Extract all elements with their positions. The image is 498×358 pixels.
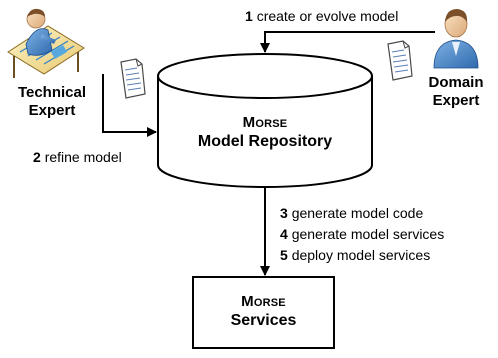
arrow-create-model (260, 31, 435, 53)
step-5-number: 5 (280, 247, 288, 263)
step-2-label: 2 refine model (33, 149, 122, 165)
domain-expert-line2: Expert (432, 92, 480, 109)
technical-expert-line2: Expert (28, 102, 76, 119)
step-3-label: 3 generate model code (280, 205, 423, 221)
step-5-text: deploy model services (291, 247, 431, 263)
technical-expert-name: Technical Expert (2, 84, 102, 120)
document-icon-technical (120, 58, 146, 99)
step-4-number: 4 (280, 226, 288, 242)
step-2-text: refine model (44, 149, 122, 165)
services-box (192, 276, 335, 349)
services-name: Services (230, 312, 297, 329)
step-5-label: 5 deploy model services (280, 247, 430, 263)
model-repository-cylinder (157, 53, 373, 188)
step-1-text: create or evolve model (256, 8, 399, 24)
document-icon-domain (387, 40, 413, 81)
step-3-text: generate model code (291, 205, 424, 221)
repository-brand: Morse (242, 114, 288, 131)
step-3-number: 3 (280, 205, 288, 221)
domain-expert-icon (433, 9, 479, 69)
step-4-text: generate model services (291, 226, 445, 242)
step-1-number: 1 (245, 8, 253, 24)
domain-expert-name: Domain Expert (418, 74, 494, 110)
services-brand: Morse (241, 293, 286, 310)
domain-expert-line1: Domain (428, 74, 484, 91)
repository-title: Morse Model Repository (165, 114, 365, 152)
step-1-label: 1 create or evolve model (245, 8, 398, 24)
arrow-refine-model (102, 74, 157, 137)
step-4-label: 4 generate model services (280, 226, 444, 242)
technical-expert-line1: Technical (17, 84, 87, 101)
services-title: Morse Services (193, 293, 334, 331)
technical-expert-icon (7, 8, 85, 78)
repository-name: Model Repository (197, 133, 333, 150)
step-2-number: 2 (33, 149, 41, 165)
